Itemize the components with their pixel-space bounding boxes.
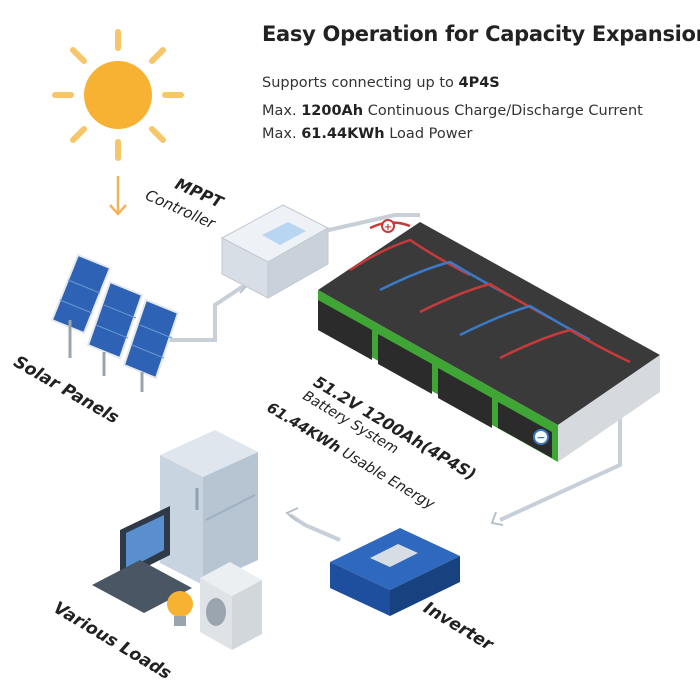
- power-line-suffix: Load Power: [384, 126, 473, 142]
- capacity-line-prefix: Supports connecting up to: [262, 75, 459, 91]
- washing-machine-icon: [200, 562, 262, 650]
- light-bulb-icon: [167, 591, 193, 626]
- power-line: Max. 61.44KWh Load Power: [262, 126, 472, 142]
- sun-icon: [52, 29, 184, 216]
- laptop-icon: [92, 506, 192, 613]
- capacity-line: Supports connecting up to 4P4S: [262, 75, 500, 91]
- current-line-suffix: Continuous Charge/Discharge Current: [363, 103, 643, 119]
- capacity-line-value: 4P4S: [458, 75, 500, 91]
- page-title: Easy Operation for Capacity Expansion: [262, 22, 700, 46]
- solar-panels-icon: [50, 253, 180, 392]
- current-line-prefix: Max.: [262, 103, 302, 119]
- current-line: Max. 1200Ah Continuous Charge/Discharge …: [262, 103, 643, 119]
- mppt-controller-icon: [220, 204, 330, 299]
- battery-system-icon: [318, 219, 660, 462]
- power-line-value: 61.44KWh: [301, 126, 385, 142]
- inverter-icon: [330, 528, 460, 616]
- positive-terminal-icon: [381, 219, 395, 233]
- negative-terminal-icon: [533, 429, 549, 445]
- current-line-value: 1200Ah: [301, 103, 364, 119]
- power-line-prefix: Max.: [262, 126, 302, 142]
- refrigerator-icon: [160, 430, 258, 585]
